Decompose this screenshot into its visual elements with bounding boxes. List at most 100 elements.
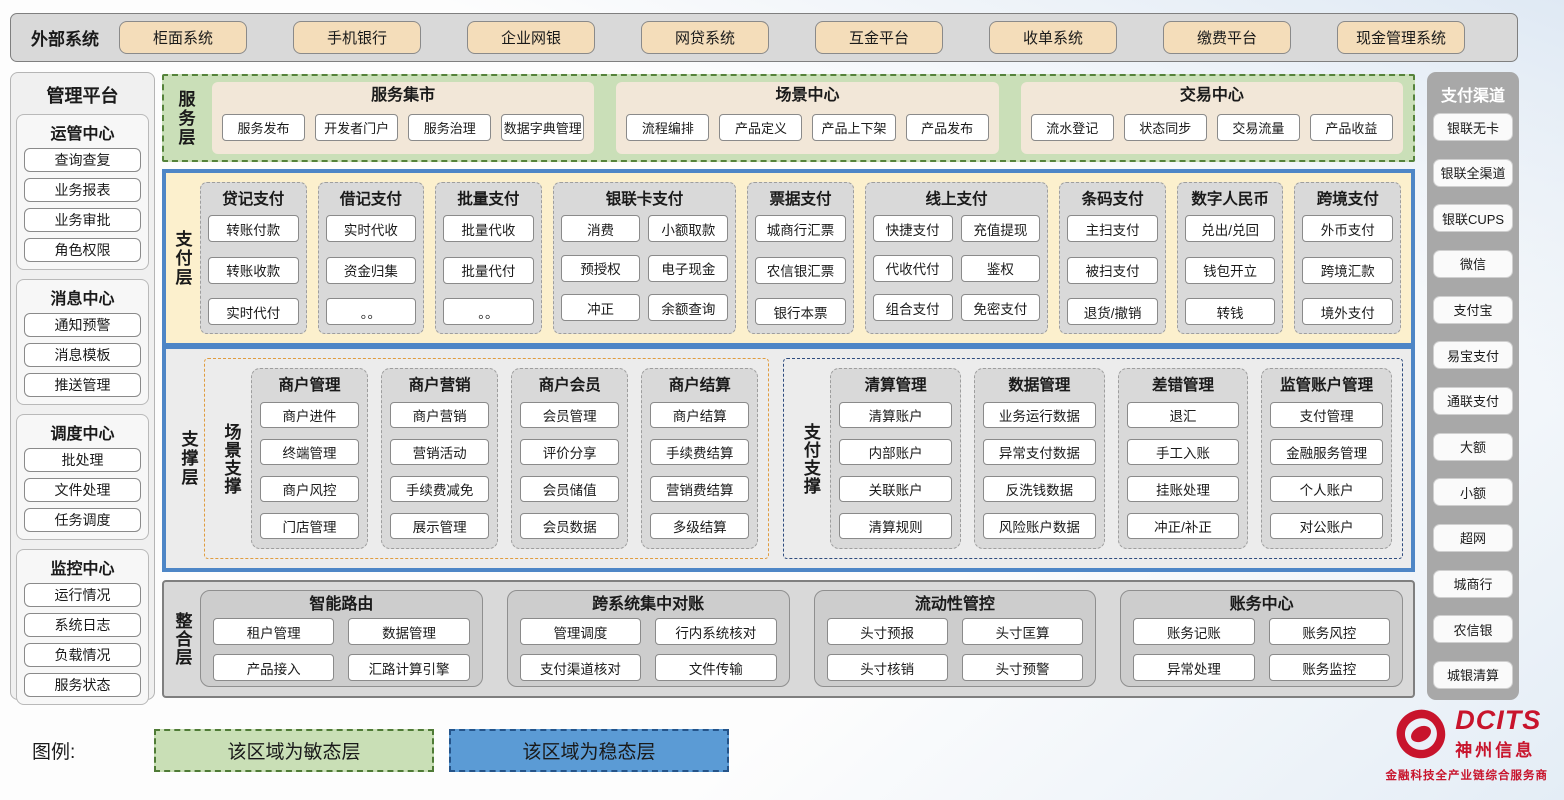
payment-item-button[interactable]: 免密支付 — [960, 294, 1041, 322]
payment-channel-button[interactable]: 小额 — [1433, 478, 1513, 507]
payment-channel-button[interactable]: 通联支付 — [1433, 386, 1513, 415]
integration-item-button[interactable]: 头寸预警 — [961, 654, 1084, 681]
payment-item-button[interactable]: 农信银汇票 — [755, 256, 846, 284]
support-item-button[interactable]: 反洗钱数据 — [983, 476, 1096, 502]
support-item-button[interactable]: 内部账户 — [839, 439, 952, 465]
service-item-button[interactable]: 开发者门户 — [315, 114, 399, 141]
payment-item-button[interactable]: 实时代付 — [208, 298, 299, 325]
service-item-button[interactable]: 流水登记 — [1030, 114, 1114, 141]
payment-item-button[interactable]: 实时代收 — [325, 215, 417, 242]
payment-channel-button[interactable]: 城银清算 — [1433, 660, 1513, 689]
support-item-button[interactable]: 商户营销 — [390, 402, 490, 428]
integration-item-button[interactable]: 行内系统核对 — [655, 618, 777, 645]
support-item-button[interactable]: 清算账户 — [839, 402, 952, 428]
payment-item-button[interactable]: 城商行汇票 — [755, 215, 846, 242]
payment-item-button[interactable]: 转账付款 — [208, 215, 299, 242]
payment-item-button[interactable]: 外币支付 — [1302, 215, 1393, 242]
integration-item-button[interactable]: 异常处理 — [1133, 654, 1255, 681]
payment-item-button[interactable]: 冲正 — [560, 294, 641, 322]
integration-item-button[interactable]: 账务监控 — [1268, 654, 1390, 681]
support-item-button[interactable]: 商户风控 — [260, 476, 360, 502]
external-system-button[interactable]: 网贷系统 — [641, 21, 769, 54]
support-item-button[interactable]: 清算规则 — [839, 513, 952, 539]
integration-item-button[interactable]: 头寸匡算 — [961, 618, 1084, 645]
payment-item-button[interactable]: 小额取款 — [648, 215, 729, 242]
payment-channel-button[interactable]: 微信 — [1433, 249, 1513, 278]
payment-item-button[interactable]: 。。 — [325, 298, 417, 325]
payment-item-button[interactable]: 兑出/兑回 — [1184, 215, 1276, 242]
management-item-button[interactable]: 业务审批 — [24, 208, 141, 232]
support-item-button[interactable]: 异常支付数据 — [983, 439, 1096, 465]
integration-item-button[interactable]: 租户管理 — [213, 618, 335, 645]
external-system-button[interactable]: 互金平台 — [815, 21, 943, 54]
payment-channel-button[interactable]: 银联无卡 — [1433, 113, 1513, 141]
external-system-button[interactable]: 缴费平台 — [1163, 21, 1291, 54]
payment-item-button[interactable]: 转钱 — [1184, 298, 1276, 325]
integration-item-button[interactable]: 头寸核销 — [826, 654, 948, 681]
support-item-button[interactable]: 商户进件 — [260, 402, 360, 428]
payment-item-button[interactable]: 主扫支付 — [1067, 215, 1158, 242]
service-item-button[interactable]: 服务发布 — [222, 114, 306, 141]
support-item-button[interactable]: 挂账处理 — [1126, 476, 1240, 502]
external-system-button[interactable]: 手机银行 — [293, 21, 421, 54]
payment-channel-button[interactable]: 易宝支付 — [1433, 341, 1513, 370]
support-item-button[interactable]: 手续费减免 — [390, 476, 490, 502]
management-item-button[interactable]: 查询查复 — [24, 148, 141, 172]
support-item-button[interactable]: 展示管理 — [390, 513, 490, 539]
payment-item-button[interactable]: 鉴权 — [960, 254, 1041, 282]
support-item-button[interactable]: 个人账户 — [1270, 476, 1384, 502]
support-item-button[interactable]: 营销活动 — [390, 439, 490, 465]
management-item-button[interactable]: 文件处理 — [24, 478, 141, 502]
payment-channel-button[interactable]: 超网 — [1433, 523, 1513, 552]
support-item-button[interactable]: 会员储值 — [520, 476, 620, 502]
support-item-button[interactable]: 门店管理 — [260, 513, 360, 539]
payment-channel-button[interactable]: 银联全渠道 — [1433, 158, 1513, 187]
payment-item-button[interactable]: 充值提现 — [960, 215, 1041, 242]
external-system-button[interactable]: 企业网银 — [467, 21, 595, 54]
support-item-button[interactable]: 金融服务管理 — [1270, 439, 1384, 465]
payment-item-button[interactable]: 境外支付 — [1302, 298, 1393, 325]
payment-item-button[interactable]: 批量代收 — [443, 215, 534, 242]
support-item-button[interactable]: 支付管理 — [1270, 402, 1384, 428]
support-item-button[interactable]: 会员管理 — [520, 402, 620, 428]
payment-channel-button[interactable]: 支付宝 — [1433, 295, 1513, 324]
payment-item-button[interactable]: 消费 — [560, 215, 641, 242]
service-item-button[interactable]: 服务治理 — [408, 114, 492, 141]
payment-item-button[interactable]: 批量代付 — [443, 256, 534, 284]
management-item-button[interactable]: 业务报表 — [24, 178, 141, 202]
service-item-button[interactable]: 产品定义 — [719, 114, 803, 141]
support-item-button[interactable]: 风险账户数据 — [983, 513, 1096, 539]
payment-channel-button[interactable]: 城商行 — [1433, 569, 1513, 598]
management-item-button[interactable]: 推送管理 — [24, 373, 141, 397]
integration-item-button[interactable]: 文件传输 — [655, 654, 777, 681]
management-item-button[interactable]: 通知预警 — [24, 313, 141, 337]
integration-item-button[interactable]: 产品接入 — [213, 654, 335, 681]
payment-item-button[interactable]: 转账收款 — [208, 256, 299, 284]
service-item-button[interactable]: 产品收益 — [1309, 114, 1393, 141]
payment-item-button[interactable]: 退货/撤销 — [1067, 298, 1158, 325]
payment-item-button[interactable]: 被扫支付 — [1067, 256, 1158, 284]
payment-item-button[interactable]: 资金归集 — [325, 256, 417, 284]
payment-item-button[interactable]: 钱包开立 — [1184, 256, 1276, 284]
payment-item-button[interactable]: 预授权 — [560, 254, 641, 282]
support-item-button[interactable]: 营销费结算 — [650, 476, 750, 502]
payment-channel-button[interactable]: 大额 — [1433, 432, 1513, 461]
payment-item-button[interactable]: 电子现金 — [648, 254, 729, 282]
integration-item-button[interactable]: 数据管理 — [348, 618, 470, 645]
management-item-button[interactable]: 负载情况 — [24, 643, 141, 667]
integration-item-button[interactable]: 管理调度 — [519, 618, 642, 645]
support-item-button[interactable]: 对公账户 — [1270, 513, 1384, 539]
integration-item-button[interactable]: 账务风控 — [1268, 618, 1390, 645]
payment-item-button[interactable]: 余额查询 — [648, 294, 729, 322]
management-item-button[interactable]: 运行情况 — [24, 583, 141, 607]
service-item-button[interactable]: 产品发布 — [905, 114, 989, 141]
management-item-button[interactable]: 系统日志 — [24, 613, 141, 637]
payment-item-button[interactable]: 快捷支付 — [872, 215, 953, 242]
service-item-button[interactable]: 状态同步 — [1123, 114, 1207, 141]
external-system-button[interactable]: 现金管理系统 — [1337, 21, 1465, 54]
support-item-button[interactable]: 退汇 — [1126, 402, 1240, 428]
service-item-button[interactable]: 产品上下架 — [812, 114, 896, 141]
support-item-button[interactable]: 终端管理 — [260, 439, 360, 465]
payment-item-button[interactable]: 组合支付 — [872, 294, 953, 322]
support-item-button[interactable]: 冲正/补正 — [1126, 513, 1240, 539]
